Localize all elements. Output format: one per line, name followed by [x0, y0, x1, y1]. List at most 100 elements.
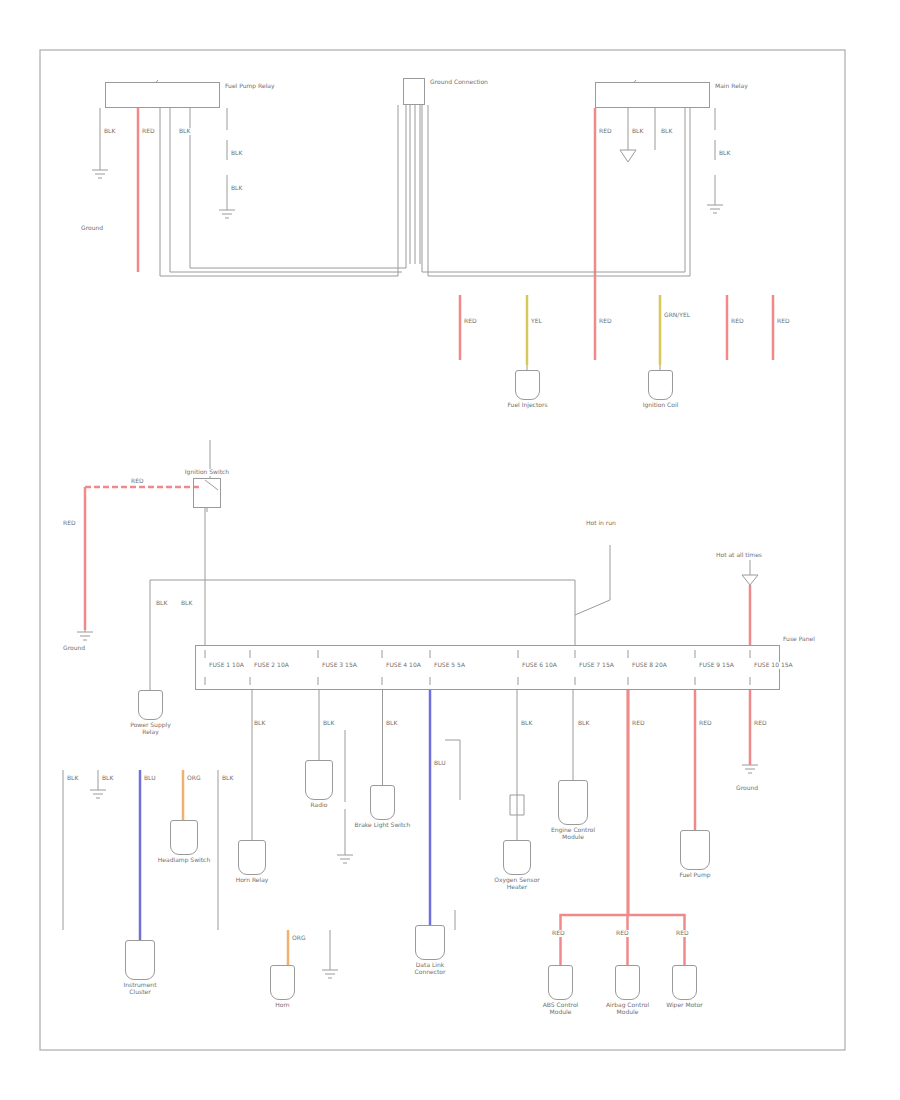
wire-label: RED	[130, 478, 145, 485]
component-label: Fuel Pump	[666, 872, 724, 879]
relay-box: Fuel Pump Relay	[105, 82, 220, 108]
component-connector: Ignition Coil	[648, 370, 673, 400]
harness-wire	[428, 105, 690, 276]
component-label: Fuse Panel	[782, 636, 816, 643]
wire-label: RED	[615, 930, 630, 937]
wire-label: RED	[141, 128, 156, 135]
wire-label: BLK	[520, 720, 533, 727]
wire-label: RED	[598, 128, 613, 135]
switch-box: Ignition Switch	[193, 478, 221, 508]
component-label: Fuel Pump Relay	[224, 83, 284, 90]
wire-label: BLK	[660, 128, 673, 135]
component-connector: ABS Control Module	[548, 965, 573, 1000]
harness-wire	[170, 108, 402, 272]
component-label: Wiper Motor	[656, 1002, 714, 1009]
wire-label: Ground	[735, 785, 759, 792]
fuse-label: FUSE 6 10A	[521, 662, 558, 669]
wire-label: BLK	[101, 775, 114, 782]
red-wire	[85, 486, 200, 489]
wire-label: ORG	[186, 775, 202, 782]
wire-label: BLK	[178, 128, 191, 135]
wire-label: BLK	[253, 720, 266, 727]
wire-label: RED	[62, 520, 77, 527]
component-connector: Airbag Control Module	[615, 965, 640, 1000]
blue-wire	[139, 770, 142, 940]
component-connector: Horn	[270, 965, 295, 1000]
wire-label: BLU	[433, 760, 447, 767]
bus-wire	[150, 545, 610, 645]
power-symbol	[742, 560, 758, 585]
wire-connector	[319, 690, 320, 760]
wire-label: BLK	[66, 775, 79, 782]
wire-connector	[573, 690, 574, 780]
component-connector: Oxygen Sensor Heater	[503, 840, 531, 875]
wire-label: RED	[698, 720, 713, 727]
component-label: Main Relay	[714, 83, 774, 90]
wire-connector	[382, 690, 383, 785]
component-label: Airbag Control Module	[599, 1002, 657, 1016]
component-label: ABS Control Module	[532, 1002, 590, 1016]
fuse-label: FUSE 4 10A	[385, 662, 422, 669]
fuse-label: FUSE 10 15A	[753, 662, 794, 669]
wire-label: Ground	[80, 225, 104, 232]
wire	[527, 295, 660, 370]
wire-label: BLK	[718, 150, 731, 157]
component-connector: Engine Control Module	[558, 780, 588, 825]
ground-symbol	[77, 630, 93, 640]
red-wire	[594, 108, 597, 360]
red-wire	[137, 108, 140, 272]
component-connector: Headlamp Switch	[170, 820, 198, 855]
switch-symbol	[205, 440, 218, 512]
fuse-symbol	[205, 650, 750, 685]
wire-label: Hot in run	[585, 520, 617, 527]
harness-wire	[410, 105, 420, 264]
wire-label: Ground	[62, 645, 86, 652]
ground-symbol	[742, 765, 758, 773]
wire-connector	[205, 508, 206, 645]
wire-label: BLK	[155, 600, 168, 607]
component-label: Oxygen Sensor Heater	[488, 877, 546, 891]
wire-connector	[429, 690, 432, 925]
component-label: Instrument Cluster	[111, 982, 169, 996]
orange-wire	[183, 770, 288, 965]
component-label: Brake Light Switch	[354, 822, 412, 829]
red-wire	[84, 487, 87, 630]
ground-symbol	[219, 108, 235, 218]
wire-label: RED	[776, 318, 791, 325]
component-label: Horn Relay	[223, 877, 281, 884]
fuse-label: FUSE 3 15A	[321, 662, 358, 669]
frame	[40, 50, 845, 1050]
fuse-label: FUSE 5 5A	[433, 662, 466, 669]
component-connector: Fuel Injectors	[515, 370, 540, 400]
fuse-label: FUSE 8 20A	[631, 662, 668, 669]
component-connector: Power Supply Relay	[138, 690, 163, 720]
component-label: Engine Control Module	[544, 827, 602, 841]
wire-label: BLK	[385, 720, 398, 727]
wire-label: BLK	[230, 185, 243, 192]
wire-label: BLK	[230, 150, 243, 157]
wire-label: ORG	[291, 935, 307, 942]
fuse-label: FUSE 9 15A	[698, 662, 735, 669]
ground-connector: Ground Connection	[403, 78, 425, 105]
wire-label: YEL	[530, 318, 543, 325]
component-connector: Radio	[305, 760, 333, 800]
wire-label: BLK	[322, 720, 335, 727]
yellow-wire	[527, 295, 660, 365]
component-connector: Fuel Pump	[680, 830, 710, 870]
wire-label: RED	[753, 720, 768, 727]
ground-symbol	[707, 108, 723, 213]
wire-connector	[517, 690, 518, 840]
component-label: Ground Connection	[429, 79, 489, 86]
component-label: Radio	[290, 802, 348, 809]
harness-wire	[160, 105, 398, 276]
wire-label: RED	[463, 318, 478, 325]
fuse-label: FUSE 1 10A	[208, 662, 245, 669]
wire	[150, 580, 151, 690]
wire-label: GRN/YEL	[663, 312, 691, 319]
wire-label: RED	[675, 930, 690, 937]
wire-connector	[190, 105, 406, 268]
fuse-label: FUSE 7 15A	[578, 662, 615, 669]
component-connector: Horn Relay	[238, 840, 266, 875]
wire-label: RED	[631, 720, 646, 727]
